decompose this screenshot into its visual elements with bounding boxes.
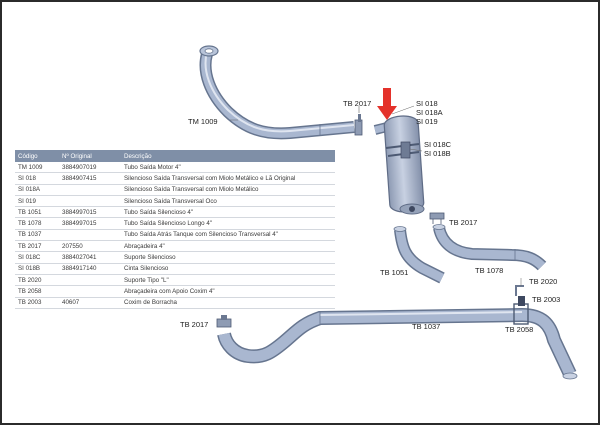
cell-original: 40607	[59, 297, 121, 309]
label-si018a: SI 018A	[416, 108, 443, 117]
cell-original: 3884997015	[59, 217, 121, 230]
mount-tb2058	[513, 278, 529, 325]
label-tm1009: TM 1009	[188, 117, 218, 126]
cell-description: Silencioso Saída Transversal Oco	[121, 195, 335, 208]
column-header: Nº Original	[59, 150, 121, 162]
clamp-tb2017-low	[216, 315, 232, 328]
cell-original: 3884907019	[59, 162, 121, 174]
label-si018c: SI 018C	[424, 140, 452, 149]
cell-description: Tubo Saída Silencioso 4"	[121, 206, 335, 219]
cell-code: SI 018	[15, 172, 59, 185]
cell-original	[59, 274, 121, 287]
cell-description: Tubo Saída Motor 4"	[121, 162, 335, 174]
pipe-tm1009	[199, 45, 355, 140]
bracket-tb2020	[515, 285, 524, 296]
table-row: SI 018A Silencioso Saída Transversal com …	[15, 184, 335, 196]
cell-code: SI 018C	[15, 251, 59, 264]
cell-code: SI 018A	[15, 184, 59, 196]
cell-code: TB 1078	[15, 217, 59, 230]
table-row: SI 019 Silencioso Saída Transversal Oco	[15, 195, 335, 208]
cell-code: TB 1037	[15, 229, 59, 242]
label-tb2058: TB 2058	[505, 325, 533, 334]
cell-original: 207550	[59, 240, 121, 253]
cell-original	[59, 195, 121, 208]
clamp-tb2017-mid	[429, 212, 445, 224]
leader-lines	[230, 105, 423, 152]
cell-original: 3884917140	[59, 263, 121, 275]
cell-code: TB 2020	[15, 274, 59, 287]
red-arrow-icon	[377, 88, 397, 120]
cell-description: Silencioso Saída Transversal com Miolo M…	[121, 184, 335, 196]
table-header-row: Código Nº Original Descrição	[15, 150, 335, 162]
label-tb2020: TB 2020	[529, 277, 557, 286]
label-tb2017-top: TB 2017	[343, 99, 371, 108]
cell-description: Silencioso Saída Transversal com Miolo M…	[121, 172, 335, 185]
muffler-strap-si018b	[385, 141, 420, 159]
cell-original: 3884907415	[59, 172, 121, 185]
label-si018: SI 018	[416, 99, 438, 108]
cell-code: TB 2017	[15, 240, 59, 253]
pipe-tb1078	[432, 224, 547, 271]
table-row: TB 1037 Tubo Saída Atrás Tanque com Silen…	[15, 229, 335, 242]
cell-description: Cinta Silencioso	[121, 263, 335, 275]
label-tb1051: TB 1051	[380, 268, 408, 277]
cell-original: 3884027041	[59, 251, 121, 264]
cell-code: TB 2058	[15, 285, 59, 298]
label-si019: SI 019	[416, 117, 438, 126]
column-header: Descrição	[121, 150, 335, 162]
label-si018b: SI 018B	[424, 149, 451, 158]
muffler-si018	[373, 115, 425, 215]
label-tb2003: TB 2003	[532, 295, 560, 304]
cell-description: Tubo Saída Silencioso Longo 4"	[121, 217, 335, 230]
label-tb1037: TB 1037	[412, 322, 440, 331]
label-tb2017-mid: TB 2017	[449, 218, 477, 227]
cell-description: Suporte Silencioso	[121, 251, 335, 264]
cell-code: SI 018B	[15, 263, 59, 275]
cell-code: TM 1009	[15, 162, 59, 174]
label-tb2017-low: TB 2017	[180, 320, 208, 329]
pipe-tb1037	[217, 307, 578, 380]
column-header: Código	[15, 150, 59, 162]
cell-original	[59, 184, 121, 196]
pipe-tb1051	[393, 226, 445, 284]
cell-code: TB 1051	[15, 206, 59, 219]
cell-code: SI 019	[15, 195, 59, 208]
cell-description: Abraçadeira 4"	[121, 240, 335, 253]
cell-code: TB 2003	[15, 297, 59, 309]
table-row: TB 2020 Suporte Tipo "L"	[15, 274, 335, 287]
clamp-tb2017-top	[354, 106, 363, 136]
cell-original: 3884997015	[59, 206, 121, 219]
rubber-mount-tb2003	[518, 296, 525, 306]
cell-description: Coxim de Borracha	[121, 297, 335, 309]
table-row: TB 2058 Abraçadeira com Apoio Coxim 4"	[15, 285, 335, 298]
cell-original	[59, 285, 121, 298]
label-tb1078: TB 1078	[475, 266, 503, 275]
cell-description: Suporte Tipo "L"	[121, 274, 335, 287]
cell-description: Tubo Saída Atrás Tanque com Silencioso T…	[121, 229, 335, 242]
cell-description: Abraçadeira com Apoio Coxim 4"	[121, 285, 335, 298]
cell-original	[59, 229, 121, 242]
